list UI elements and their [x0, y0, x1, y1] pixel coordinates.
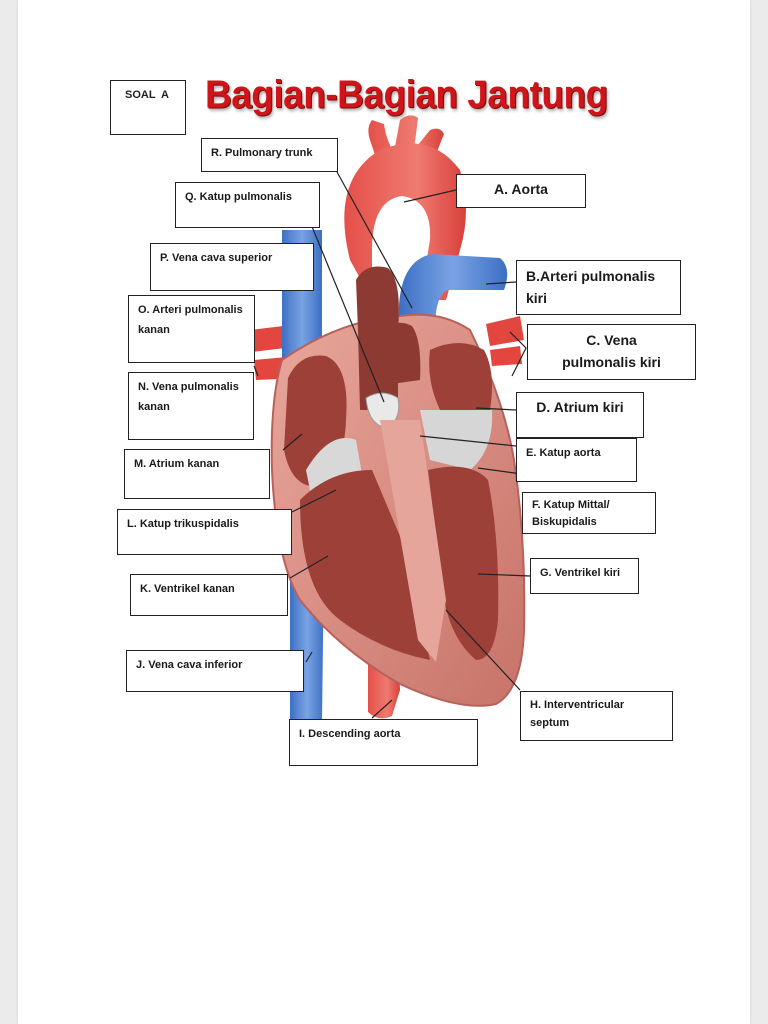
leader-lines	[253, 171, 531, 719]
label-d-atrium-kiri: D. Atrium kiri	[516, 392, 644, 438]
label-f-katup-mittal-biskupidalis: F. Katup Mittal/ Biskupidalis	[522, 492, 656, 534]
label-q-katup-pulmonalis: Q. Katup pulmonalis	[175, 182, 320, 228]
label-h-interventricular-septum: H. Interventricular septum	[520, 691, 673, 741]
label-i-descending-aorta: I. Descending aorta	[289, 719, 478, 766]
label-o-arteri-pulmonalis-kanan: O. Arteri pulmonalis kanan	[128, 295, 255, 363]
label-a-aorta: A. Aorta	[456, 174, 586, 208]
label-j-vena-cava-inferior: J. Vena cava inferior	[126, 650, 304, 692]
soal-box: SOAL A	[110, 80, 186, 135]
label-g-ventrikel-kiri: G. Ventrikel kiri	[530, 558, 639, 594]
label-k-ventrikel-kanan: K. Ventrikel kanan	[130, 574, 288, 616]
label-m-atrium-kanan: M. Atrium kanan	[124, 449, 270, 499]
label-b-arteri-pulmonalis-kiri: B.Arteri pulmonalis kiri	[516, 260, 681, 315]
left-atrium-chamber	[429, 343, 492, 410]
label-e-katup-aorta: E. Katup aorta	[516, 438, 637, 482]
page-title: Bagian-Bagian Jantung	[205, 72, 608, 116]
soal-label: SOAL A	[125, 89, 170, 101]
label-c-vena-pulmonalis-kiri: C. Vena pulmonalis kiri	[527, 324, 696, 380]
right-ventricle-chamber	[300, 470, 430, 660]
label-p-vena-cava-superior: P. Vena cava superior	[150, 243, 314, 291]
aortic-valve	[365, 392, 400, 429]
left-ventricle-chamber	[428, 466, 499, 660]
left-pulmonary-vein-vessel	[486, 316, 524, 346]
interventricular-septum	[380, 420, 446, 662]
label-r-pulmonary-trunk: R. Pulmonary trunk	[201, 138, 338, 172]
label-l-katup-trikuspidalis: L. Katup trikuspidalis	[117, 509, 292, 555]
label-n-vena-pulmonalis-kanan: N. Vena pulmonalis kanan	[128, 372, 254, 440]
